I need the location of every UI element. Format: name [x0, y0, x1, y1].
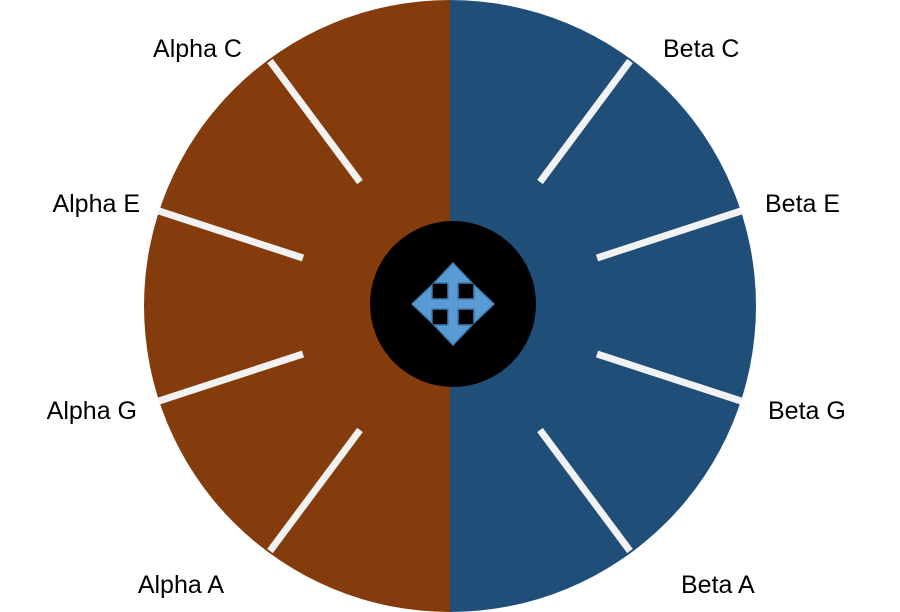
divider-right-bottom [537, 427, 633, 554]
divider-left-top [267, 58, 363, 185]
wheel-dividers [157, 58, 743, 554]
label-beta-c: Beta C [663, 35, 739, 63]
label-alpha-c: Alpha C [153, 35, 242, 63]
label-alpha-a: Alpha A [138, 571, 225, 599]
divider-right-upper [595, 207, 743, 262]
divider-right-top [537, 58, 633, 185]
divider-left-bottom [267, 427, 363, 554]
label-alpha-g: Alpha G [47, 397, 137, 425]
divider-left-upper [157, 207, 305, 262]
label-beta-e: Beta E [765, 190, 840, 218]
divider-left-lower [157, 350, 305, 405]
divider-right-lower [595, 350, 743, 405]
wheel-left-half[interactable] [144, 0, 450, 612]
label-beta-a: Beta A [681, 571, 755, 599]
move-arrows-icon[interactable] [410, 261, 496, 347]
wheel-right-half[interactable] [450, 0, 756, 612]
label-alpha-e: Alpha E [52, 190, 140, 218]
label-beta-g: Beta G [768, 397, 846, 425]
